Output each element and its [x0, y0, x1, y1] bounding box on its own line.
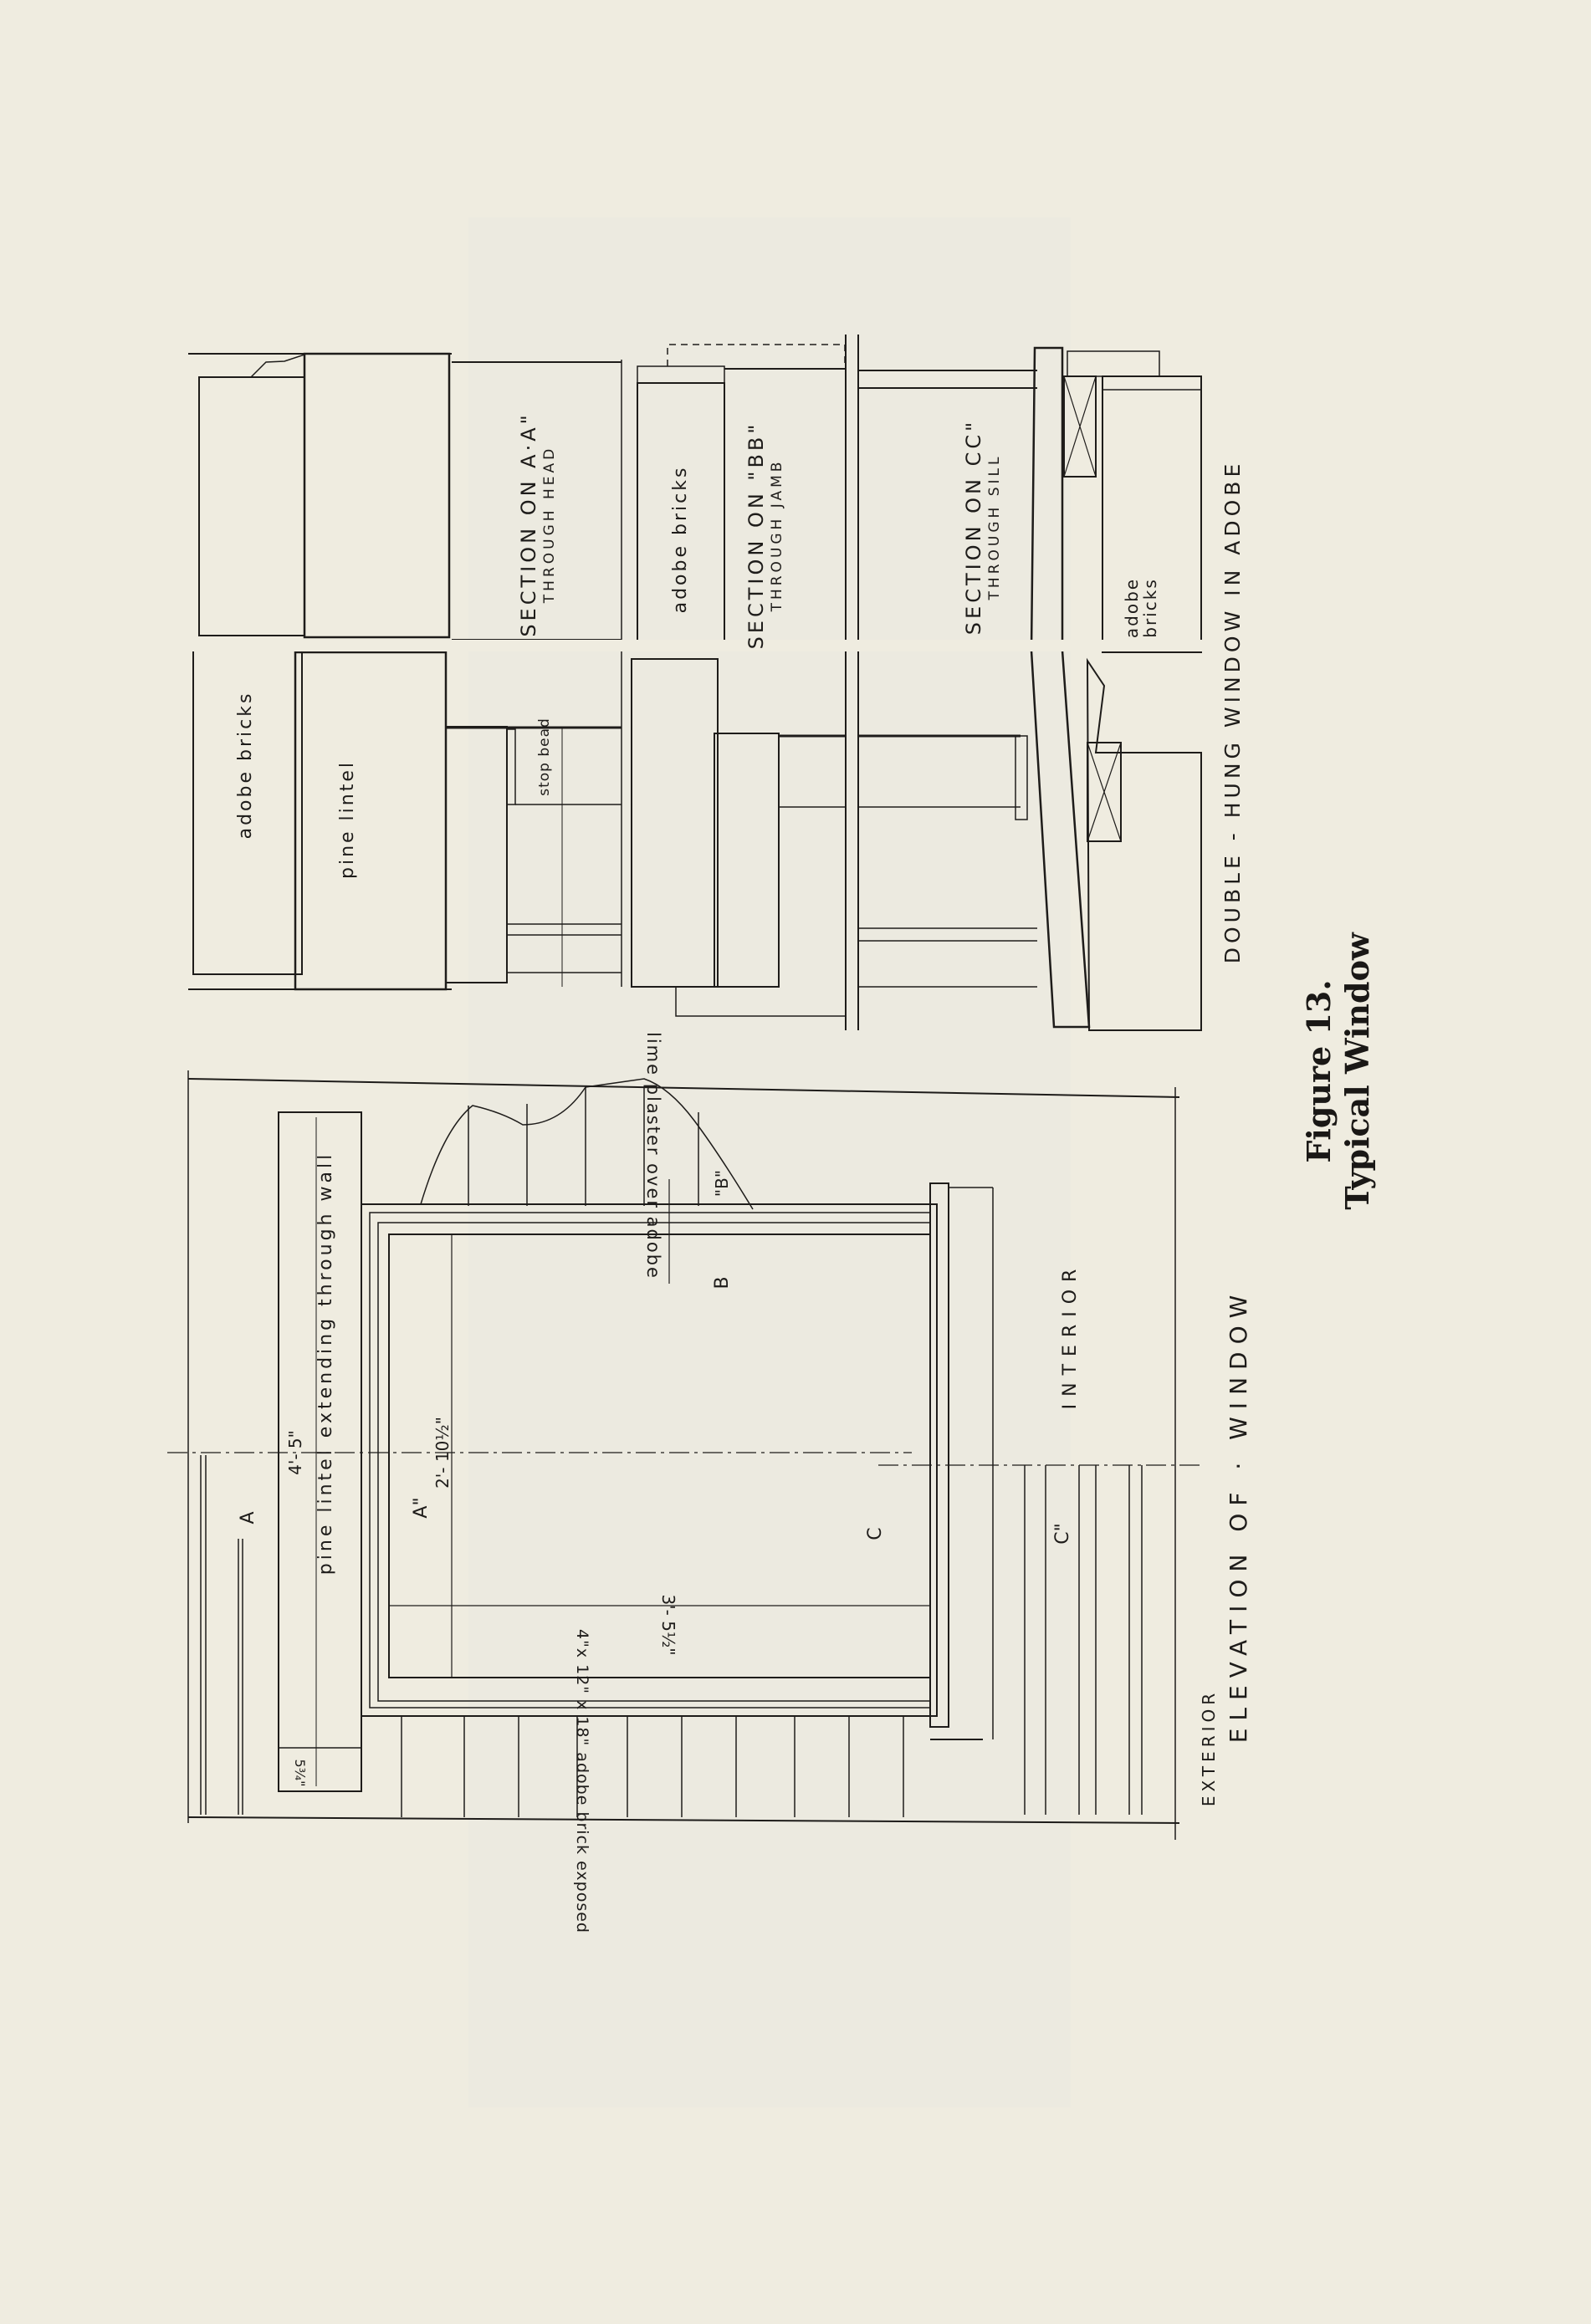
plaster-note: lime plaster over adobe: [643, 1032, 663, 1279]
brick-note: 4"x 12" x 18" adobe brick exposed: [573, 1629, 591, 1933]
figure-caption: Figure 13. Typical Window: [1300, 932, 1376, 1210]
cut-marker-b: B: [712, 1276, 733, 1289]
cut-marker-c: C: [865, 1527, 886, 1540]
figure-title: Typical Window: [1338, 932, 1376, 1210]
interior-label: INTERIOR: [1060, 1262, 1081, 1410]
figure-number: Figure 13.: [1300, 979, 1338, 1162]
sections-drawing: adobe bricks pine lintel stop bead SECTI…: [184, 335, 1245, 1031]
label-adobe-bricks-head: adobe bricks: [235, 692, 256, 840]
cut-marker-c-prime: C": [1052, 1523, 1073, 1544]
lintel-note: pine lintel extending through wall: [315, 1152, 336, 1575]
elevation-drawing: pine lintel extending through wall 4'- 5…: [167, 1032, 1252, 1933]
sections-heading: DOUBLE - HUNG WINDOW IN ADOBE: [1220, 460, 1245, 964]
label-pine-lintel: pine lintel: [337, 760, 358, 879]
elevation-heading-1: EXTERIOR: [1199, 1689, 1219, 1806]
head-section-title: SECTION ON A·A": [517, 411, 540, 636]
jamb-section-title: SECTION ON "BB": [744, 421, 768, 650]
jamb-section-subtitle: THROUGH JAMB: [769, 459, 785, 613]
jamb-section: [631, 335, 859, 1030]
elevation-heading-2: ELEVATION OF · WINDOW: [1225, 1288, 1252, 1744]
lintel-depth-dimension: 5¾": [292, 1759, 308, 1786]
sill-section-subtitle: THROUGH SILL: [986, 454, 1003, 601]
head-section: [188, 352, 622, 991]
cut-marker-b-prime: "B": [712, 1170, 732, 1197]
sill-section-title: SECTION ON CC": [962, 419, 985, 635]
opening-width-dimension: 3'- 5½": [658, 1594, 678, 1655]
label-adobe-bricks-jamb: adobe bricks: [670, 466, 691, 614]
label-adobe-sill-1: adobe: [1122, 578, 1142, 638]
head-section-subtitle: THROUGH HEAD: [541, 446, 558, 604]
cut-marker-a-prime: A": [411, 1497, 432, 1518]
paper-shadow: [468, 217, 1071, 2107]
lintel-length-dimension: 4'- 5": [285, 1430, 305, 1475]
label-stop-bead: stop bead: [536, 718, 553, 796]
opening-height-dimension: 2'- 10½": [432, 1417, 453, 1489]
label-adobe-sill-2: bricks: [1140, 578, 1160, 637]
cut-marker-a: A: [238, 1511, 258, 1524]
